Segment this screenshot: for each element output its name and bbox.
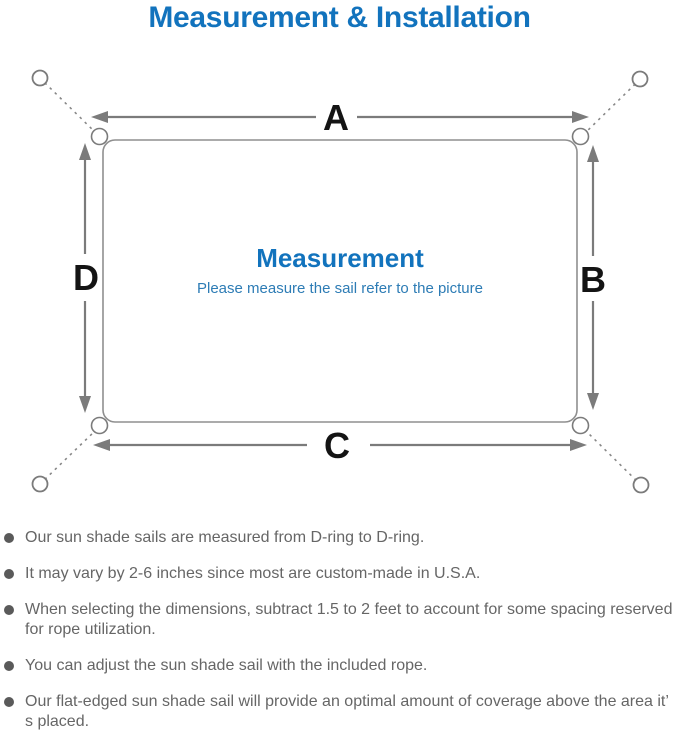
note-text: Our sun shade sails are measured from D-… — [25, 529, 425, 546]
list-item: It may vary by 2-6 inches since most are… — [4, 564, 675, 584]
dim-label-d: D — [73, 257, 99, 298]
page-title: Measurement & Installation — [148, 1, 531, 34]
list-item: You can adjust the sun shade sail with t… — [4, 656, 675, 676]
note-text: You can adjust the sun shade sail with t… — [25, 657, 428, 674]
sail-outline — [102, 139, 578, 423]
dimension-arrow-icon — [79, 111, 599, 451]
note-text: When selecting the dimensions, subtract … — [25, 601, 673, 638]
notes-list: Our sun shade sails are measured from D-… — [4, 528, 675, 739]
d-ring-icon — [90, 127, 590, 435]
dim-label-b: B — [580, 259, 606, 300]
bullet-dot-icon — [4, 661, 14, 671]
dim-label-a: A — [323, 97, 349, 138]
bullet-dot-icon — [4, 569, 14, 579]
bullet-dot-icon — [4, 533, 14, 543]
rope-line-icon — [44, 82, 637, 482]
list-item: When selecting the dimensions, subtract … — [4, 600, 675, 640]
note-text: Our flat-edged sun shade sail will provi… — [25, 693, 669, 730]
note-text: It may vary by 2-6 inches since most are… — [25, 565, 481, 582]
list-item: Our sun shade sails are measured from D-… — [4, 528, 675, 548]
dim-label-c: C — [324, 425, 350, 466]
diagram-center-note: Please measure the sail refer to the pic… — [197, 280, 483, 297]
bullet-dot-icon — [4, 697, 14, 707]
diagram-center-heading: Measurement — [256, 243, 424, 273]
bullet-dot-icon — [4, 605, 14, 615]
corner-ring-icon — [31, 69, 650, 494]
list-item: Our flat-edged sun shade sail will provi… — [4, 692, 675, 732]
measurement-diagram: A B C D Measurement Please measure the s… — [31, 69, 650, 494]
